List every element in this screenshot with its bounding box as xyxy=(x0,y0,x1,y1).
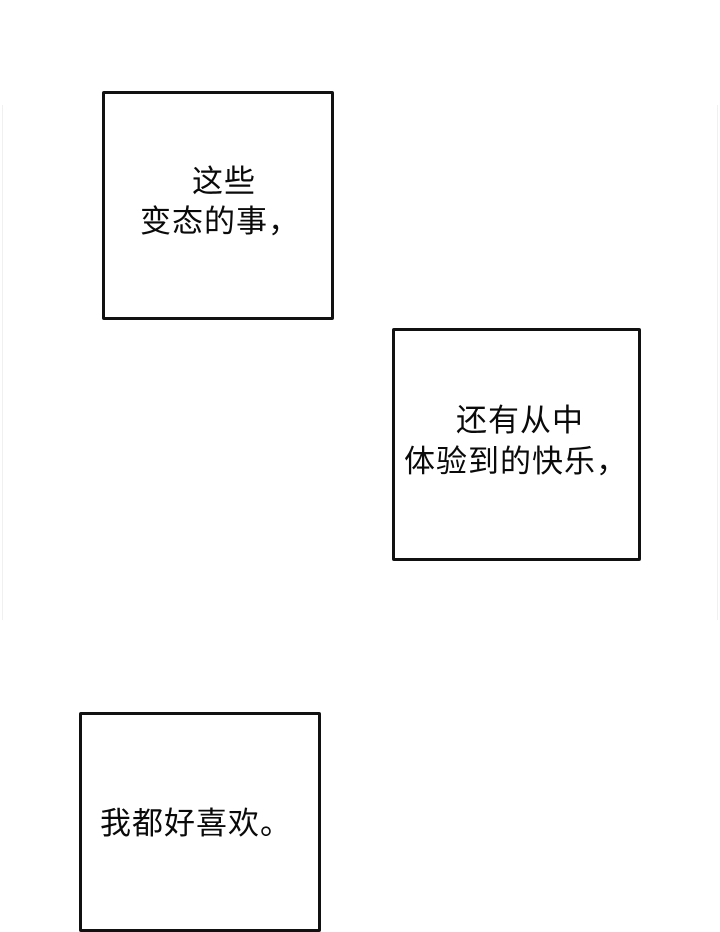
right-edge-line xyxy=(717,105,718,620)
caption-panel-2 xyxy=(392,328,641,561)
caption-panel-1 xyxy=(102,91,334,320)
caption-1-line-1: 这些 xyxy=(192,164,256,200)
caption-2-line-1: 还有从中 xyxy=(456,403,584,439)
left-edge-line xyxy=(2,105,3,620)
caption-1-line-2: 变态的事， xyxy=(140,204,300,240)
caption-3-line-1: 我都好喜欢。 xyxy=(100,806,292,842)
caption-2-line-2: 体验到的快乐， xyxy=(404,444,628,480)
